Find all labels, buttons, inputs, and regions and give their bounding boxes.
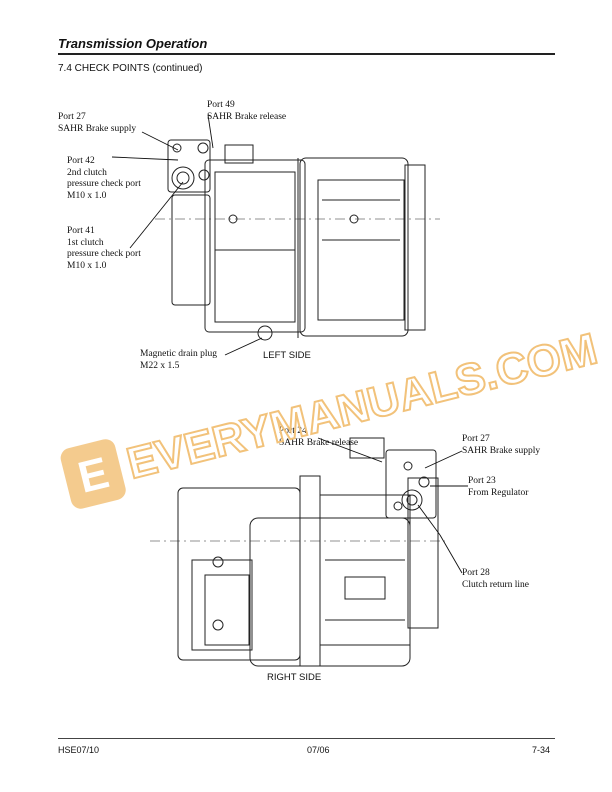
callout-drain-plug: Magnetic drain plug M22 x 1.5 bbox=[140, 349, 218, 371]
callout-port-28: Port 28 Clutch return line bbox=[462, 568, 530, 590]
section-heading: 7.4 CHECK POINTS (continued) bbox=[58, 63, 203, 74]
right-side-label: RIGHT SIDE bbox=[267, 672, 322, 683]
footer-page-number: 7-34 bbox=[532, 745, 551, 755]
callout-port-49: Port 49 SAHR Brake release bbox=[207, 100, 287, 122]
callout-port-41: Port 41 1st clutch pressure check port M… bbox=[67, 226, 141, 271]
page-header-title: Transmission Operation bbox=[58, 36, 208, 51]
callout-port-23: Port 23 From Regulator bbox=[468, 476, 529, 498]
right-callout-lines bbox=[317, 437, 468, 574]
footer-date: 07/06 bbox=[307, 745, 330, 755]
left-side-label: LEFT SIDE bbox=[263, 350, 311, 361]
callout-port-24: Port 24 SAHR Brake release bbox=[279, 426, 359, 448]
footer-doc-id: HSE07/10 bbox=[58, 745, 100, 755]
callout-port-27-left: Port 27 SAHR Brake supply bbox=[58, 112, 137, 134]
left-side-drawing bbox=[155, 139, 440, 341]
callout-port-27-right: Port 27 SAHR Brake supply bbox=[462, 434, 541, 456]
right-side-drawing bbox=[150, 437, 445, 667]
left-callout-lines bbox=[111, 114, 263, 356]
callout-port-42: Port 42 2nd clutch pressure check port M… bbox=[67, 156, 141, 201]
header-rule bbox=[58, 53, 555, 55]
footer-rule bbox=[58, 738, 555, 739]
watermark-badge bbox=[60, 439, 126, 509]
watermark-text: EVERYMANUALS.COM bbox=[122, 324, 602, 488]
